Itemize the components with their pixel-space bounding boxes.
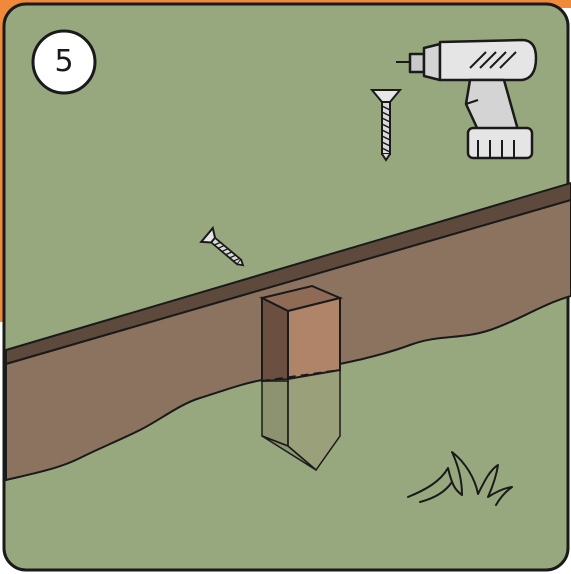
grass-tuft-icon — [407, 451, 513, 506]
step-number: 5 — [54, 44, 74, 79]
wooden-stake — [259, 284, 344, 472]
screw-icon — [369, 89, 403, 162]
step-number-badge — [31, 29, 97, 95]
drill-icon — [396, 38, 538, 160]
screw-icon — [199, 225, 245, 267]
